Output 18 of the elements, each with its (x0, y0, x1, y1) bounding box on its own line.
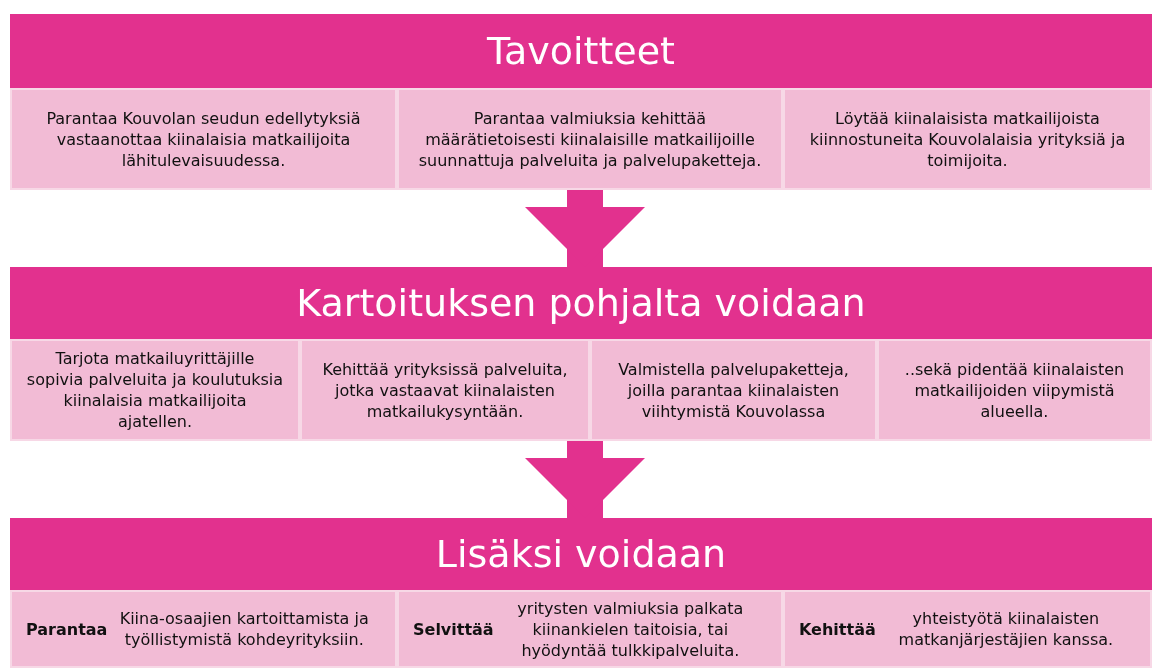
arrow (525, 441, 645, 518)
text-box: Selvittää yritysten valmiuksia palkata kiinankielen taitoisia, tai hyödyntää tulkkipalveluita. (397, 590, 783, 668)
text-box: Parantaa Kiina-osaajien kartoittamista ja työllistymistä kohdeyrityksiin. (10, 590, 397, 668)
section-panel (10, 14, 1152, 190)
text-box: Tarjota matkailuyrittäjille sopivia palveluita ja koulutuksia kiinalaisia matkailijoita ajatellen. (10, 339, 300, 441)
section-panel (10, 518, 1152, 668)
section-heading: Kartoituksen pohjalta voidaan (296, 281, 866, 325)
section-heading: Tavoitteet (487, 29, 675, 73)
arrow (525, 190, 645, 267)
section-heading: Lisäksi voidaan (435, 532, 727, 576)
text-box: Löytää kiinalaisista matkailijoista kiinnostuneita Kouvolalaisia yrityksiä ja toimijoita. (783, 88, 1152, 190)
section-panel (10, 267, 1152, 441)
text-box: Kehittää yrityksissä palveluita, jotka vastaavat kiinalaisten matkailukysyntään. (300, 339, 590, 441)
text-box: Kehittää yhteistyötä kiinalaisten matkanjärjestäjien kanssa. (783, 590, 1152, 668)
text-box: ..sekä pidentää kiinalaisten matkailijoiden viipymistä alueella. (877, 339, 1152, 441)
text-box: Parantaa valmiuksia kehittää määrätietoisesti kiinalaisille matkailijoille suunnattuja palveluita ja palvelupaketteja. (397, 88, 783, 190)
text-box: Valmistella palvelupaketteja, joilla parantaa kiinalaisten viihtymistä Kouvolassa (590, 339, 877, 441)
text-box: Parantaa Kouvolan seudun edellytyksiä vastaanottaa kiinalaisia matkailijoita lähitulevaisuudessa. (10, 88, 397, 190)
